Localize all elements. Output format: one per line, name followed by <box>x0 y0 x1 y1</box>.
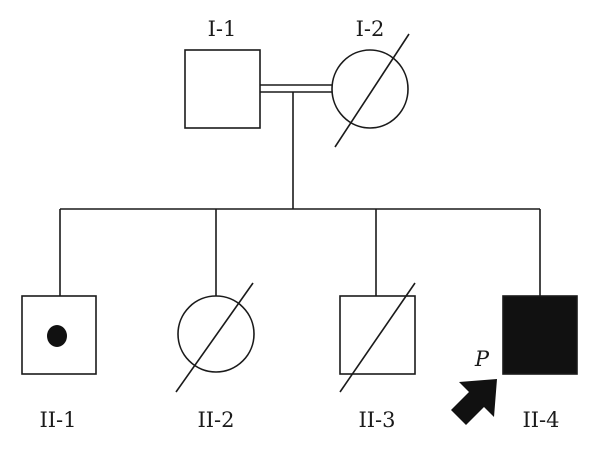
arrow-icon <box>451 379 497 425</box>
label-I-2: I-2 <box>356 17 385 41</box>
label-I-1: I-1 <box>208 17 237 41</box>
label-II-3: II-3 <box>358 408 395 432</box>
deceased-slash-I-2 <box>334 33 410 148</box>
individual-I-2-circle <box>331 49 409 129</box>
deceased-slash-II-3 <box>339 282 416 393</box>
carrier-dot-II-1 <box>47 325 67 347</box>
individual-I-1-square <box>184 49 261 129</box>
individual-II-3-square <box>339 295 416 375</box>
deceased-slash-II-2 <box>175 282 254 393</box>
individual-II-1-square <box>21 295 97 375</box>
label-II-1: II-1 <box>39 408 76 432</box>
individual-II-4-square <box>502 295 578 375</box>
proband-letter: P <box>474 347 490 371</box>
label-II-2: II-2 <box>197 408 234 432</box>
label-II-4: II-4 <box>522 408 559 432</box>
